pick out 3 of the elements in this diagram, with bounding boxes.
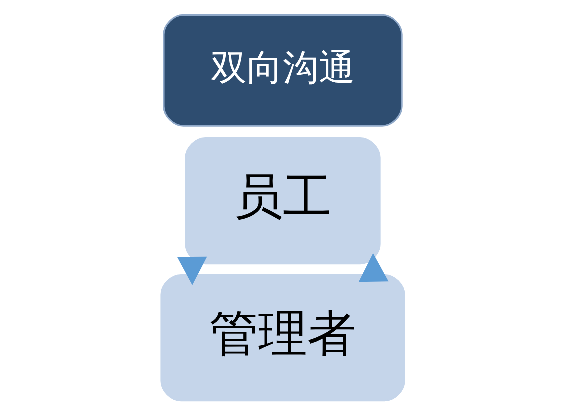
arrow xyxy=(358,253,388,282)
node-box: 双向沟通 xyxy=(162,14,402,127)
arrow xyxy=(176,256,207,286)
